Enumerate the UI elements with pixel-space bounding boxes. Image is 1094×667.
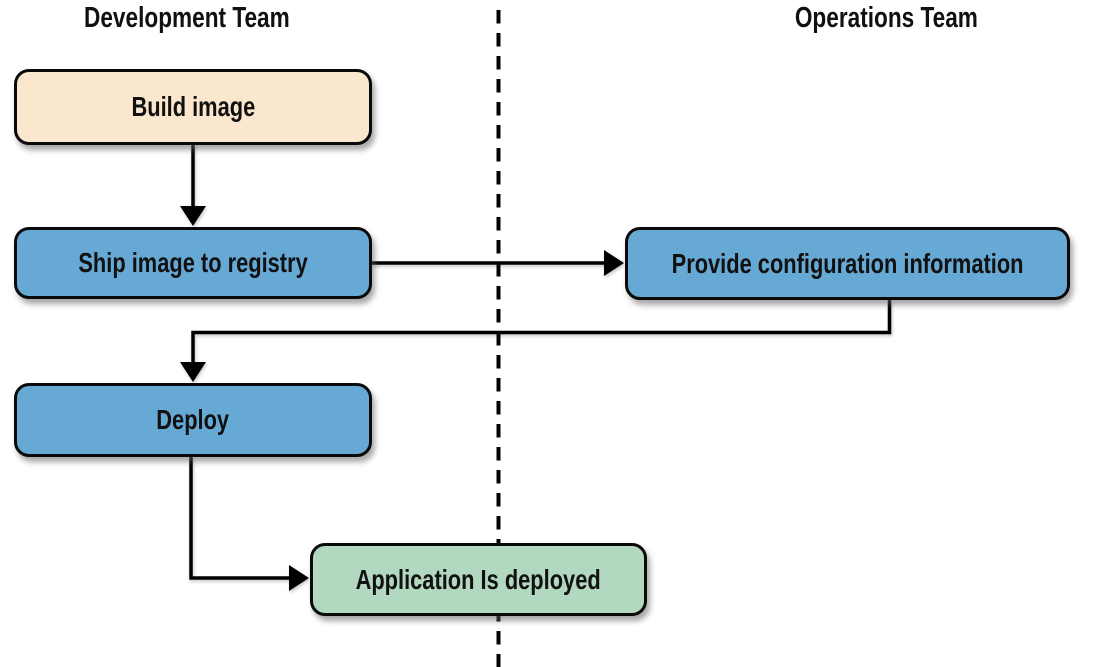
edge-provide-to-deploy-line (191, 300, 892, 363)
edge-provide-to-deploy-arrowhead-icon (180, 362, 206, 382)
edge-provide-to-deploy (180, 300, 892, 382)
node-application-is-deployed: Application Is deployed (310, 543, 647, 616)
node-deploy: Deploy (14, 383, 372, 457)
node-build-image: Build image (14, 69, 372, 145)
edge-build-to-ship (180, 145, 206, 226)
node-provide-configuration-information-label: Provide configuration information (671, 247, 1024, 279)
node-ship-image-to-registry: Ship image to registry (14, 227, 372, 299)
edge-ship-to-provide (372, 250, 624, 276)
node-application-is-deployed-label: Application Is deployed (355, 563, 602, 595)
edge-build-to-ship-arrowhead-icon (180, 206, 206, 226)
node-deploy-label: Deploy (156, 404, 230, 435)
node-provide-configuration-information: Provide configuration information (625, 227, 1070, 300)
edge-ship-to-provide-arrowhead-icon (604, 250, 624, 276)
node-build-image-label: Build image (131, 91, 255, 122)
lane-title-operations-team-label: Operations Team (794, 2, 978, 34)
node-ship-image-to-registry-label: Ship image to registry (78, 247, 308, 278)
lane-title-development-team-label: Development Team (84, 2, 290, 34)
edge-deploy-to-deployed (189, 457, 309, 591)
lane-title-operations-team: Operations Team (716, 2, 1056, 35)
lane-title-development-team: Development Team (17, 2, 357, 35)
edge-deploy-to-deployed-arrowhead-icon (289, 565, 309, 591)
edge-deploy-to-deployed-line (189, 457, 290, 580)
